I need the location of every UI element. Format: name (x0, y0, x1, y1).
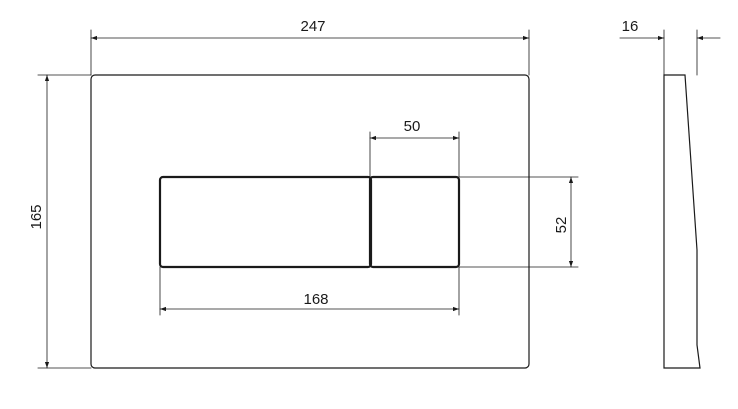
label-button-height: 52 (553, 217, 570, 234)
label-plate-width: 247 (300, 18, 325, 35)
dimension-small-button-width (369, 131, 460, 178)
small-button-outline (368, 175, 461, 269)
dimension-button-group-width (159, 266, 460, 316)
dimension-plate-height (37, 74, 92, 369)
dimension-plate-width (90, 29, 530, 76)
label-button-group-width: 168 (303, 291, 328, 308)
large-button-outline (158, 175, 373, 269)
label-side-depth: 16 (622, 18, 639, 35)
plate-outline (90, 74, 530, 369)
side-view-profile (663, 74, 701, 369)
dimension-button-height (458, 176, 579, 268)
label-small-button-width: 50 (404, 118, 421, 135)
dimension-side-depth (619, 29, 721, 76)
label-plate-height: 165 (28, 204, 45, 229)
